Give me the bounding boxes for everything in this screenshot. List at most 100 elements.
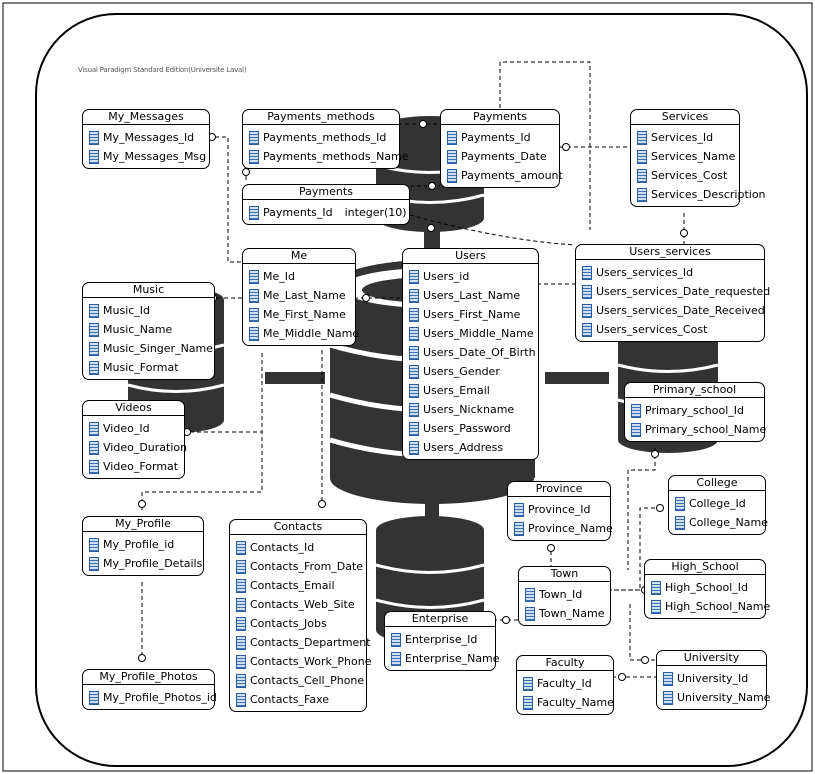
column-name: Users_Date_Of_Birth bbox=[423, 346, 536, 359]
entity-title: Payments bbox=[441, 110, 559, 125]
column-icon bbox=[631, 422, 641, 437]
entity-users-services[interactable]: Users_services Users_services_Id Users_s… bbox=[575, 244, 770, 342]
entity-contacts[interactable]: Contacts Contacts_Id Contacts_From_Date … bbox=[229, 519, 371, 712]
entity-province[interactable]: Province Province_Id Province_Name bbox=[507, 481, 613, 541]
column-icon bbox=[663, 690, 673, 705]
column-name: Payments_amount bbox=[461, 169, 563, 182]
column-icon bbox=[582, 265, 592, 280]
column-row: Contacts_Department bbox=[236, 633, 371, 652]
column-name: Province_Name bbox=[528, 522, 613, 535]
entity-music[interactable]: Music Music_Id Music_Name Music_Singer_N… bbox=[82, 282, 215, 380]
column-name: Services_Name bbox=[651, 150, 736, 163]
entity-title: My_Profile bbox=[83, 517, 203, 532]
column-row: Contacts_From_Date bbox=[236, 557, 363, 576]
column-icon bbox=[675, 515, 685, 530]
column-name: Services_Id bbox=[651, 131, 714, 144]
entity-primary-school[interactable]: Primary_school Primary_school_Id Primary… bbox=[624, 382, 766, 442]
column-row: My_Profile_Details bbox=[89, 554, 202, 573]
column-name: My_Messages_Msg bbox=[103, 150, 207, 163]
entity-services[interactable]: Services Services_Id Services_Name Servi… bbox=[630, 109, 766, 207]
diagram-caption: Visual Paradigm Standard Edition(Univers… bbox=[78, 66, 247, 74]
column-name: Primary_school_Id bbox=[645, 404, 744, 417]
column-icon bbox=[631, 403, 641, 418]
column-name: Users_services_Date_requested bbox=[596, 285, 771, 298]
entity-my-messages[interactable]: My_Messages My_Messages_Id My_Messages_M… bbox=[82, 109, 210, 169]
entity-payments[interactable]: Payments Payments_Id Payments_Date Payme… bbox=[440, 109, 563, 188]
column-name: Payments_methods_Name bbox=[263, 150, 409, 163]
column-icon bbox=[236, 540, 246, 555]
column-name: My_Messages_Id bbox=[103, 131, 195, 144]
column-row: Music_Id bbox=[89, 301, 209, 320]
entity-title: Users bbox=[403, 249, 538, 264]
column-name: Users_Email bbox=[423, 384, 490, 397]
entity-university[interactable]: University University_Id University_Name bbox=[656, 650, 770, 710]
column-icon bbox=[89, 130, 99, 145]
entity-high-school[interactable]: High_School High_School_Id High_School_N… bbox=[644, 559, 770, 619]
column-icon bbox=[249, 269, 259, 284]
entity-videos[interactable]: Videos Video_Id Video_Duration Video_For… bbox=[82, 400, 187, 479]
entity-title: Enterprise bbox=[385, 612, 495, 627]
column-name: Music_Format bbox=[103, 361, 179, 374]
column-row: My_Profile_Photos_id bbox=[89, 688, 217, 707]
column-name: Faculty_Id bbox=[537, 677, 592, 690]
column-name: Enterprise_Name bbox=[405, 652, 500, 665]
column-icon bbox=[236, 578, 246, 593]
column-name: High_School_Name bbox=[665, 600, 771, 613]
entity-faculty[interactable]: Faculty Faculty_Id Faculty_Name bbox=[516, 655, 614, 715]
column-row: Town_Id bbox=[525, 585, 605, 604]
entity-my-profile[interactable]: My_Profile My_Profile_id My_Profile_Deta… bbox=[82, 516, 204, 576]
column-icon bbox=[582, 303, 592, 318]
column-row: Users_Email bbox=[409, 381, 533, 400]
column-row: Province_Id bbox=[514, 500, 605, 519]
column-icon bbox=[391, 632, 401, 647]
column-row: Services_Cost bbox=[637, 166, 734, 185]
entity-title: Contacts bbox=[230, 520, 366, 535]
column-name: Me_Middle_Name bbox=[263, 327, 360, 340]
column-row: Payments_Date bbox=[447, 147, 554, 166]
column-icon bbox=[249, 326, 259, 341]
column-name: My_Profile_Details bbox=[103, 557, 203, 570]
entity-title: University bbox=[657, 651, 766, 666]
column-row: Users_services_Cost bbox=[582, 320, 759, 339]
column-name: Payments_methods_Id bbox=[263, 131, 387, 144]
entity-my-profile-photos[interactable]: My_Profile_Photos My_Profile_Photos_id bbox=[82, 669, 217, 710]
entity-town[interactable]: Town Town_Id Town_Name bbox=[518, 566, 611, 626]
entity-title: Videos bbox=[83, 401, 184, 416]
column-icon bbox=[409, 326, 419, 341]
column-row: Users_services_Date_Received bbox=[582, 301, 765, 320]
column-name: My_Profile_id bbox=[103, 538, 175, 551]
entity-enterprise[interactable]: Enterprise Enterprise_Id Enterprise_Name bbox=[384, 611, 500, 671]
column-row: Province_Name bbox=[514, 519, 613, 538]
entity-users[interactable]: Users Users_id Users_Last_Name Users_Fir… bbox=[402, 248, 539, 460]
column-icon bbox=[409, 364, 419, 379]
entity-title: My_Messages bbox=[83, 110, 209, 125]
column-name: Me_First_Name bbox=[263, 308, 346, 321]
column-icon bbox=[523, 676, 533, 691]
column-row: Users_Middle_Name bbox=[409, 324, 534, 343]
entity-college[interactable]: College College_Id College_Name bbox=[668, 475, 768, 535]
column-icon bbox=[89, 303, 99, 318]
column-row: Users_Date_Of_Birth bbox=[409, 343, 536, 362]
column-icon bbox=[582, 284, 592, 299]
link-primary-town bbox=[627, 448, 656, 570]
column-icon bbox=[447, 149, 457, 164]
column-row: Enterprise_Name bbox=[391, 649, 500, 668]
column-row: Users_Password bbox=[409, 419, 533, 438]
column-name: Contacts_Cell_Phone bbox=[250, 674, 365, 687]
column-row: Contacts_Email bbox=[236, 576, 361, 595]
column-icon bbox=[637, 149, 647, 164]
column-row: Video_Format bbox=[89, 457, 179, 476]
entity-payments-methods[interactable]: Payments_methods Payments_methods_Id Pay… bbox=[242, 109, 409, 169]
entity-title: Faculty bbox=[517, 656, 613, 671]
column-icon bbox=[447, 130, 457, 145]
column-row: Contacts_Cell_Phone bbox=[236, 671, 365, 690]
column-icon bbox=[89, 421, 99, 436]
column-icon bbox=[523, 695, 533, 710]
entity-me[interactable]: Me Me_Id Me_Last_Name Me_First_Name Me_M… bbox=[242, 248, 360, 346]
column-row: Payments_methods_Id bbox=[249, 128, 394, 147]
column-icon bbox=[249, 288, 259, 303]
column-row: Me_First_Name bbox=[249, 305, 350, 324]
column-name: Contacts_Web_Site bbox=[250, 598, 355, 611]
